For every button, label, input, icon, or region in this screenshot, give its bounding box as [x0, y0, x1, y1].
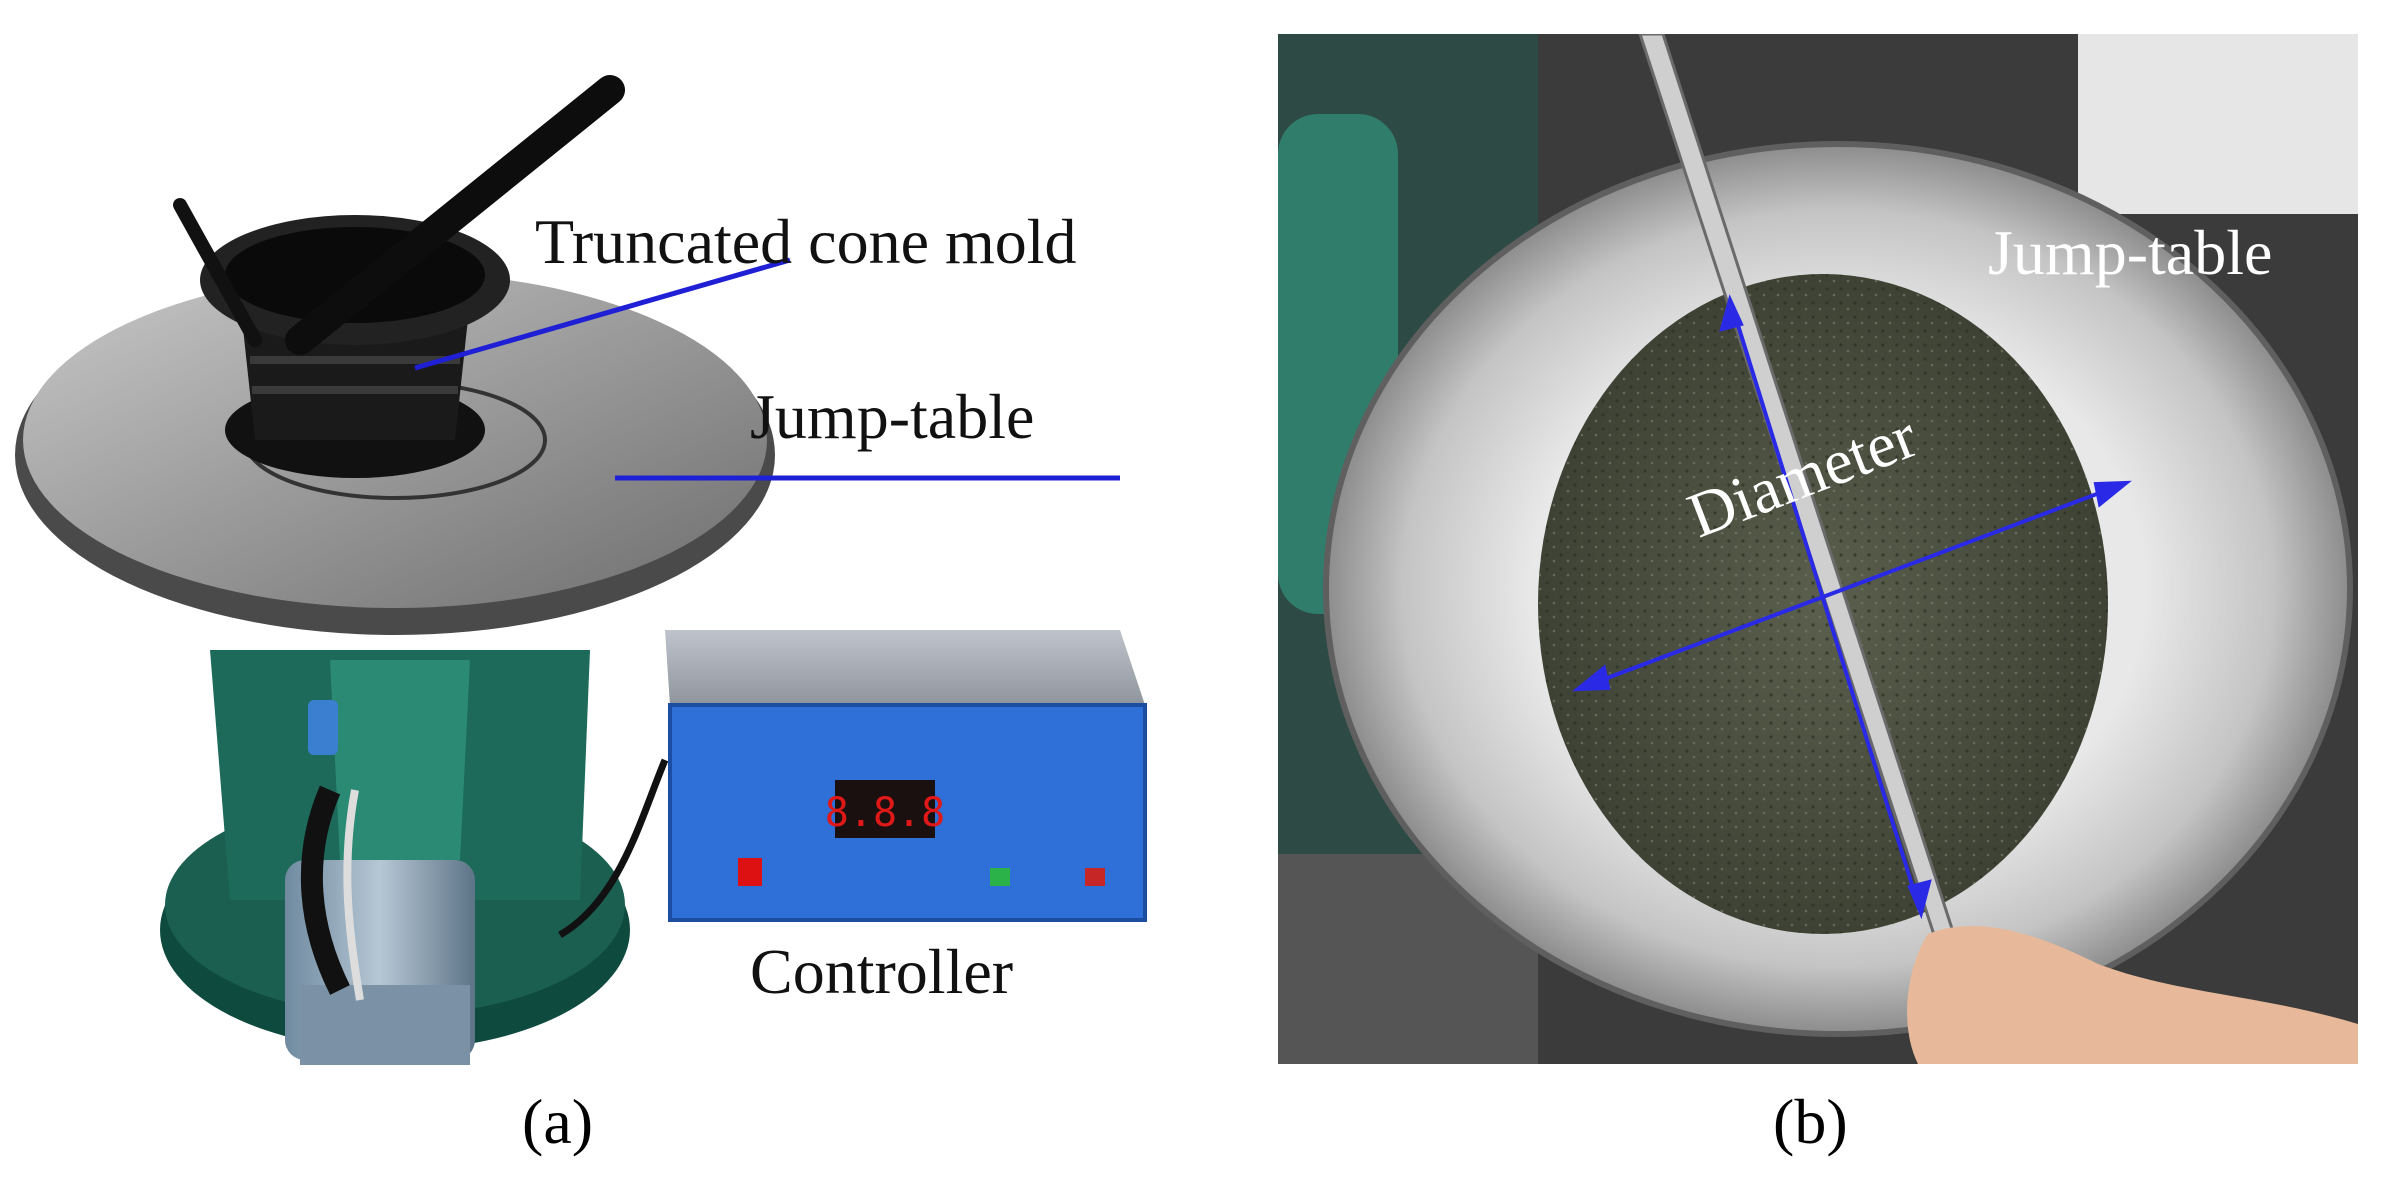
label-controller: Controller	[750, 936, 1014, 1007]
spatula	[173, 198, 262, 347]
controller-display	[835, 780, 935, 838]
label-truncated-cone-mold: Truncated cone mold	[535, 206, 1077, 277]
label-jump-table-b: Jump-table	[1988, 217, 2273, 288]
controller-top	[665, 630, 1145, 705]
caption-a: (a)	[522, 1086, 594, 1157]
flow-measurement-illustration	[1278, 34, 2358, 1064]
caption-b: (b)	[1773, 1086, 1848, 1157]
diameter-arrow-vertical	[1719, 294, 1932, 920]
stop-button	[1085, 868, 1105, 886]
hand	[1907, 925, 2358, 1064]
leader-line-cone	[414, 257, 791, 371]
diameter-arrow-horizontal	[1572, 480, 2132, 692]
controller-display-reading: 8.8.8	[825, 790, 945, 836]
start-button	[990, 868, 1010, 886]
panel-b-flow-photo: Jump-table Diameter (b)	[1278, 34, 2358, 1157]
tamping-rod	[285, 75, 625, 355]
controller-cable	[558, 758, 669, 939]
panel-a-apparatus-photo: 8.8.8 Truncated cone mold Jump-table Con…	[15, 75, 1147, 1157]
label-jump-table-a: Jump-table	[750, 381, 1035, 452]
connector	[308, 700, 338, 755]
apparatus-illustration: 8.8.8	[15, 75, 1147, 1065]
power-switch	[738, 858, 762, 886]
